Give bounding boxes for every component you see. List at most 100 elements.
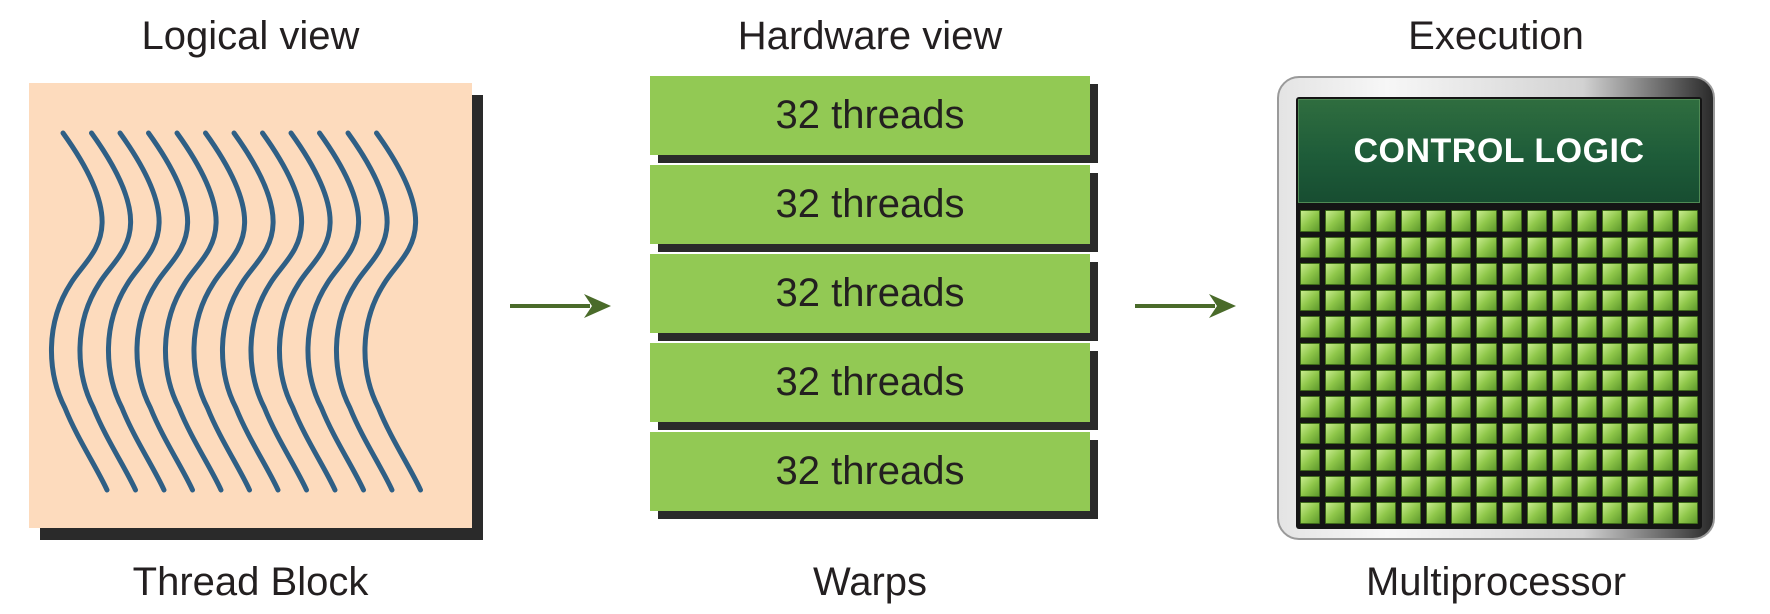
core-cell — [1652, 236, 1673, 259]
core-cell — [1602, 316, 1623, 338]
core-cell — [1652, 263, 1673, 285]
core-cell — [1652, 422, 1673, 445]
core-cell — [1325, 396, 1346, 418]
core-cell — [1526, 316, 1547, 338]
core-grid — [1298, 210, 1700, 524]
core-cell — [1551, 502, 1573, 524]
core-cell — [1300, 396, 1321, 418]
core-cell — [1476, 289, 1497, 312]
core-cell — [1375, 396, 1396, 418]
thread-line — [191, 130, 252, 493]
core-cell — [1425, 502, 1447, 524]
core-cell — [1526, 422, 1547, 445]
core-cell — [1577, 263, 1598, 285]
core-cell — [1627, 396, 1648, 418]
core-cell — [1526, 236, 1547, 259]
core-cell — [1375, 316, 1396, 338]
core-cell — [1677, 422, 1698, 445]
thread-line — [163, 130, 224, 493]
warp-3: 32 threads — [650, 254, 1090, 333]
core-cell — [1627, 210, 1648, 232]
core-cell — [1325, 289, 1346, 312]
thread-line — [334, 130, 395, 493]
core-cell — [1602, 396, 1623, 418]
core-cell — [1400, 502, 1421, 524]
core-cell — [1325, 475, 1346, 498]
core-cell — [1652, 289, 1673, 312]
core-cell — [1652, 475, 1673, 498]
core-cell — [1501, 263, 1522, 285]
core-cell — [1602, 342, 1623, 365]
core-cell — [1350, 475, 1371, 498]
core-cell — [1476, 502, 1497, 524]
core-cell — [1577, 475, 1598, 498]
core-cell — [1501, 316, 1522, 338]
core-cell — [1652, 342, 1673, 365]
core-cell — [1627, 475, 1648, 498]
core-cell — [1476, 475, 1497, 498]
core-cell — [1677, 316, 1698, 338]
core-cell — [1325, 210, 1346, 232]
core-cell — [1350, 210, 1371, 232]
core-cell — [1451, 396, 1472, 418]
core-cell — [1602, 502, 1623, 524]
thread-line — [362, 130, 423, 493]
core-cell — [1451, 369, 1472, 392]
core-cell — [1526, 263, 1547, 285]
core-cell — [1476, 449, 1497, 471]
core-cell — [1677, 236, 1698, 259]
core-cell — [1602, 449, 1623, 471]
core-cell — [1350, 263, 1371, 285]
core-cell — [1677, 396, 1698, 418]
core-cell — [1300, 289, 1321, 312]
core-cell — [1300, 316, 1321, 338]
arrow-hardware-to-execution — [1135, 294, 1236, 318]
core-cell — [1375, 449, 1396, 471]
core-cell — [1476, 369, 1497, 392]
core-cell — [1602, 263, 1623, 285]
core-cell — [1400, 289, 1421, 312]
core-cell — [1350, 316, 1371, 338]
core-cell — [1577, 342, 1598, 365]
core-cell — [1652, 396, 1673, 418]
core-cell — [1425, 263, 1447, 285]
core-cell — [1577, 449, 1598, 471]
thread-line — [106, 130, 167, 493]
core-cell — [1677, 289, 1698, 312]
core-cell — [1652, 449, 1673, 471]
core-cell — [1577, 422, 1598, 445]
arrow-logical-to-hardware — [510, 294, 611, 318]
core-cell — [1425, 236, 1447, 259]
core-cell — [1325, 449, 1346, 471]
core-cell — [1551, 289, 1573, 312]
core-cell — [1400, 396, 1421, 418]
core-cell — [1300, 475, 1321, 498]
core-cell — [1476, 396, 1497, 418]
core-cell — [1677, 263, 1698, 285]
core-cell — [1325, 502, 1346, 524]
core-cell — [1451, 422, 1472, 445]
core-cell — [1400, 475, 1421, 498]
core-cell — [1501, 236, 1522, 259]
core-cell — [1350, 369, 1371, 392]
core-cell — [1400, 236, 1421, 259]
thread-line — [134, 130, 195, 493]
core-cell — [1375, 422, 1396, 445]
core-cell — [1300, 236, 1321, 259]
thread-block-label: Thread Block — [132, 560, 369, 604]
warps-label: Warps — [812, 560, 928, 604]
core-cell — [1350, 422, 1371, 445]
control-logic: CONTROL LOGIC — [1298, 99, 1700, 203]
core-cell — [1602, 369, 1623, 392]
thread-line — [49, 130, 110, 493]
core-cell — [1501, 449, 1522, 471]
core-cell — [1476, 263, 1497, 285]
core-cell — [1476, 210, 1497, 232]
core-cell — [1400, 210, 1421, 232]
core-cell — [1677, 475, 1698, 498]
core-cell — [1300, 449, 1321, 471]
thread-line — [77, 130, 138, 493]
core-cell — [1577, 396, 1598, 418]
core-cell — [1451, 449, 1472, 471]
warp-5: 32 threads — [650, 432, 1090, 511]
